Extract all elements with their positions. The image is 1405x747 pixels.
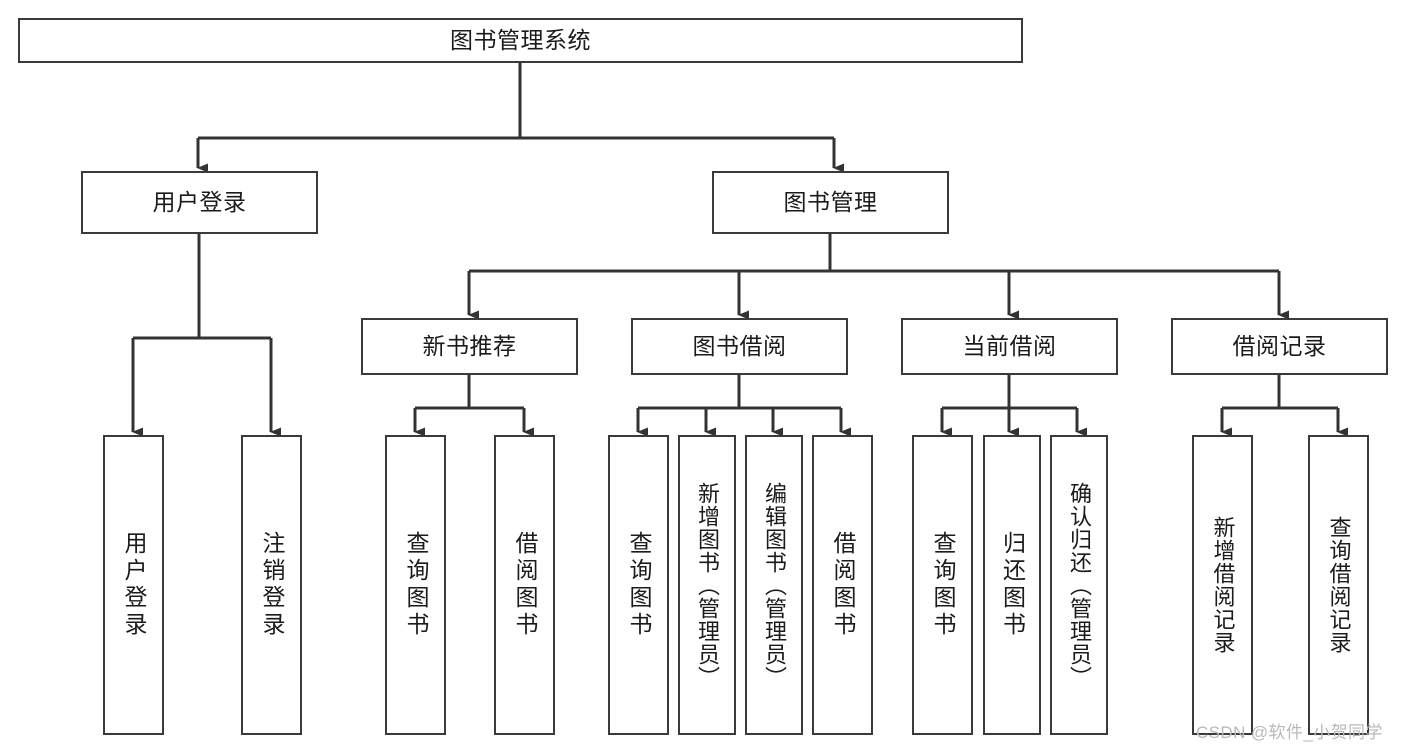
node-label: 借阅图书 [830, 531, 856, 639]
leaf-confirm-return-admin[interactable]: 确认归还（管理员） [1050, 435, 1108, 735]
node-label: 查询借阅记录 [1326, 516, 1352, 654]
leaf-query-books-new[interactable]: 查询图书 [385, 435, 446, 735]
leaf-borrow-books-new[interactable]: 借阅图书 [494, 435, 555, 735]
node-label: 借阅记录 [1232, 332, 1327, 359]
node-label: 图书管理系统 [450, 26, 591, 53]
node-label: 查询图书 [403, 531, 429, 639]
node-label: 查询图书 [930, 531, 956, 639]
node-book-borrowing[interactable]: 图书借阅 [631, 318, 848, 375]
node-user-login[interactable]: 用户登录 [81, 171, 318, 234]
node-label: 当前借阅 [962, 332, 1057, 359]
leaf-edit-book-admin[interactable]: 编辑图书（管理员） [745, 435, 803, 735]
leaf-logout[interactable]: 注销登录 [241, 435, 302, 735]
leaf-query-borrow-record[interactable]: 查询借阅记录 [1308, 435, 1369, 735]
node-label: 新增借阅记录 [1210, 516, 1236, 654]
node-label: 借阅图书 [512, 531, 538, 639]
node-root-library-management-system[interactable]: 图书管理系统 [18, 18, 1023, 63]
leaf-query-books-borrow[interactable]: 查询图书 [608, 435, 669, 735]
node-label: 图书借阅 [692, 332, 787, 359]
leaf-add-borrow-record[interactable]: 新增借阅记录 [1192, 435, 1253, 735]
node-label: 新增图书（管理员） [695, 481, 720, 689]
leaf-user-login[interactable]: 用户登录 [103, 435, 164, 735]
node-label: 注销登录 [259, 531, 285, 639]
node-label: 用户登录 [121, 531, 147, 639]
node-label: 查询图书 [626, 531, 652, 639]
leaf-return-books[interactable]: 归还图书 [983, 435, 1041, 735]
node-label: 新书推荐 [422, 332, 517, 359]
node-book-management[interactable]: 图书管理 [712, 171, 949, 234]
leaf-add-book-admin[interactable]: 新增图书（管理员） [678, 435, 736, 735]
node-borrow-records[interactable]: 借阅记录 [1171, 318, 1388, 375]
leaf-borrow-books[interactable]: 借阅图书 [812, 435, 873, 735]
node-new-book-recommendation[interactable]: 新书推荐 [361, 318, 578, 375]
leaf-query-books-current[interactable]: 查询图书 [912, 435, 973, 735]
node-current-borrowing[interactable]: 当前借阅 [901, 318, 1118, 375]
node-label: 用户登录 [152, 188, 247, 215]
node-label: 确认归还（管理员） [1067, 481, 1092, 689]
node-label: 图书管理 [783, 188, 878, 215]
node-label: 归还图书 [999, 531, 1026, 639]
csdn-watermark: CSDN @软件_小贺同学 [1196, 723, 1383, 742]
node-label: 编辑图书（管理员） [762, 481, 787, 689]
